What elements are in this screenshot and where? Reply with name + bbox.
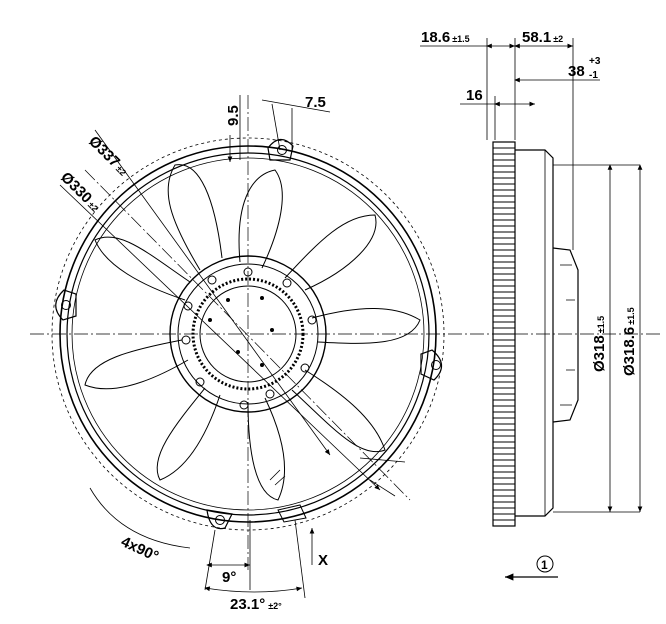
dim-ext-337 [359,457,406,463]
dim-ext-330 [369,479,396,497]
envelope-circle [51,137,445,531]
cable-gland [277,504,307,523]
arc-4x90 [89,487,191,549]
airflow-marker-circle [536,555,554,573]
dim-lug-height-text: 9.5 [225,105,242,126]
detail-marker-text: X [318,552,328,569]
dim-ext-7-5-a [271,103,281,151]
mounting-lug-right [420,349,443,381]
dim-flange-text: 16 [466,87,483,104]
hub-screws [181,267,317,410]
motor-details [560,264,575,406]
motor-rotor-ring [191,277,305,391]
dim-arc-23deg [204,586,303,593]
dim-depth-c-tol-upper: +3 [589,56,601,67]
dim-leader-337 [94,129,331,456]
hub-outer-ring [169,255,327,413]
fan-side-view: 18.6±1.5 58.1±2 38 +3 -1 16 [420,29,660,581]
airflow-marker-text: 1 [541,558,548,572]
motor-stator [199,285,297,383]
frame-ring-inner [66,152,430,516]
impeller-tip-circle [71,157,425,511]
dim-body-diameter-text: Ø318±1.5 [591,316,608,372]
mounting-lug-top [267,138,294,161]
dim-depth-c-tol-lower: -1 [589,70,598,81]
dim-leader-330 [59,184,381,491]
dim-line-7-5 [261,99,331,113]
outer-frame-ring [59,145,437,523]
dim-mount-pattern-text: 4x90° [118,533,161,565]
diagonal-centerline [84,169,411,501]
dim-angle-large-text: 23.1°±2° [230,596,282,613]
dim-lug-width-text: 7.5 [305,94,326,111]
fan-front-view: Ø337±2 Ø330±2 9.5 7.5 4x90° 9° 23.1°±2° … [30,94,470,613]
cable-detail [269,469,286,486]
impeller-blades [84,164,421,501]
dim-ext-9deg-a [204,529,216,591]
dim-inner-diameter-text: Ø330±2 [57,169,103,215]
hub-inner-holes [208,296,274,367]
dim-ext-23deg [294,519,306,599]
dim-depth-a-text: 18.6±1.5 [421,29,470,46]
mounting-lug-bottom [206,509,233,530]
dim-angle-small-text: 9° [222,569,236,586]
mounting-lug-left [55,289,77,321]
side-motor-housing [552,247,579,423]
dim-depth-c-text: 38 [568,63,585,80]
dim-total-diameter-text: Ø318.6±1.5 [621,307,638,376]
side-body-frame [515,149,554,517]
dim-depth-b-text: 58.1±2 [522,29,563,46]
dim-outer-diameter-text: Ø337±2 [85,133,131,179]
